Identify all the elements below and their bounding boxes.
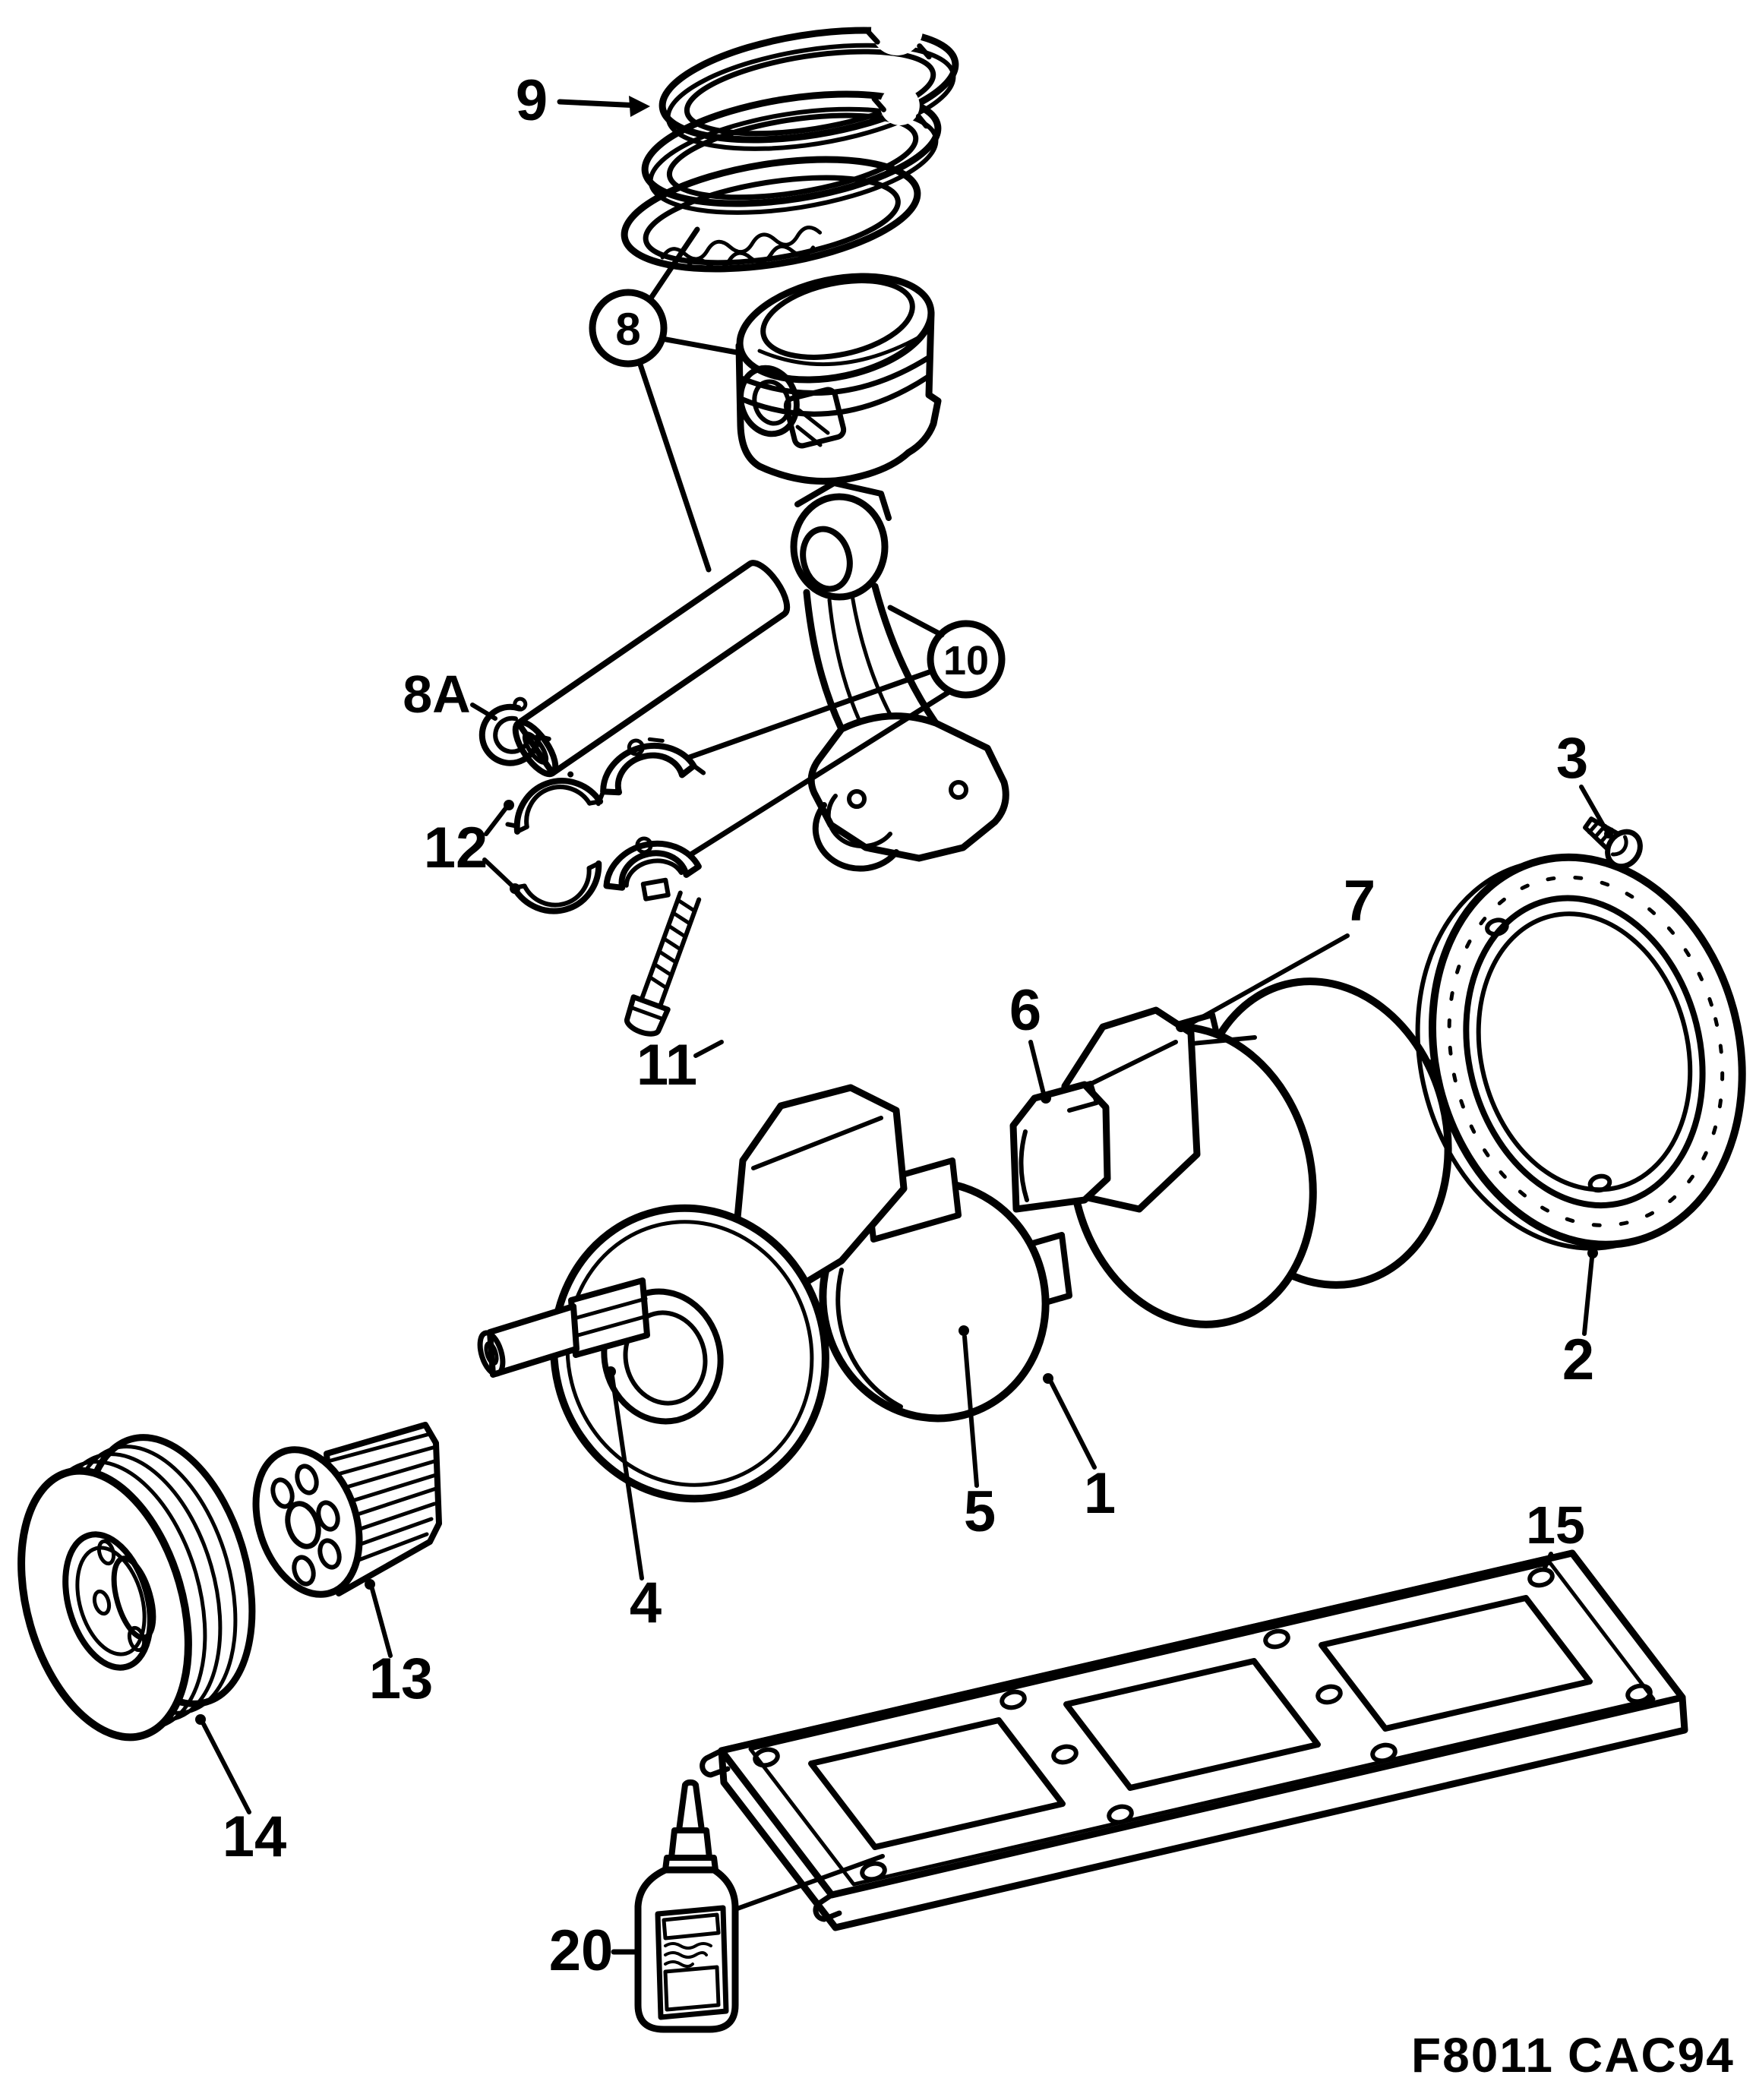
callout-4-label: 4 xyxy=(630,1571,662,1635)
bottle-to-plate-pointer xyxy=(733,1854,885,1912)
callout-15-pointer xyxy=(1543,1552,1553,1570)
figure-code-left: F8011 xyxy=(1411,2028,1554,2083)
callout-11-label: 11 xyxy=(636,1033,697,1097)
crankshaft xyxy=(477,977,1456,1503)
callout-20: 20 xyxy=(549,1918,640,1983)
callout-9: 9 xyxy=(516,68,650,133)
callout-13: 13 xyxy=(365,1579,433,1711)
callout-3-pointer xyxy=(1579,785,1608,832)
plate-opening-3 xyxy=(1319,1595,1593,1732)
callout-6: 6 xyxy=(1009,978,1051,1104)
callout-8-label: 8 xyxy=(615,304,640,355)
callout-13-label: 13 xyxy=(369,1647,434,1711)
callout-5-label: 5 xyxy=(964,1479,996,1544)
callout-8a-label: 8A xyxy=(403,665,470,724)
ring-gear xyxy=(1415,853,1746,1251)
callout-5: 5 xyxy=(959,1325,996,1544)
callout-10-pointer-cap1 xyxy=(684,668,934,761)
plate-top-face xyxy=(718,1549,1686,1899)
callout-10-circle xyxy=(927,620,1006,699)
callout-4: 4 xyxy=(605,1366,662,1635)
callout-20-label: 20 xyxy=(549,1918,614,1983)
callout-10-pointer-rod xyxy=(887,605,945,638)
piston xyxy=(735,273,942,485)
ring-gear-teeth xyxy=(1447,875,1725,1227)
piston-pin-boss xyxy=(737,365,800,437)
callout-12-label: 12 xyxy=(424,816,488,880)
callout-7-pointer xyxy=(1183,933,1350,1029)
callout-5-pointer xyxy=(962,1334,979,1488)
callout-3: 3 xyxy=(1556,726,1613,838)
callout-12-pointer-1 xyxy=(484,806,508,836)
callout-15-label: 15 xyxy=(1526,1495,1585,1555)
callout-7: 7 xyxy=(1176,869,1375,1032)
callout-8a: 8A xyxy=(403,665,497,724)
callout-14-pointer xyxy=(201,1722,251,1814)
callout-2: 2 xyxy=(1562,1248,1598,1392)
bottle-body xyxy=(634,1866,739,2033)
callout-15: 15 xyxy=(1526,1495,1585,1570)
callout-1-pointer xyxy=(1049,1380,1097,1470)
bottle-cap xyxy=(668,1827,712,1861)
callout-8-pointer-rings xyxy=(647,226,700,302)
connecting-rod xyxy=(790,480,1009,872)
callout-11-pointer xyxy=(693,1040,724,1058)
callout-10-label: 10 xyxy=(943,638,989,684)
big-end-bolt xyxy=(624,890,702,1037)
bottle-label xyxy=(655,1905,729,2020)
callout-8-pointer-pin xyxy=(636,359,712,573)
callout-11: 11 xyxy=(636,1033,724,1097)
callout-8-circle xyxy=(589,289,668,368)
timing-sprocket xyxy=(252,1422,442,1598)
callout-9-label: 9 xyxy=(516,68,548,133)
callout-3-label: 3 xyxy=(1556,726,1588,791)
ring-gear-screw xyxy=(1583,816,1643,870)
rod-bearing-cap-lower xyxy=(603,836,702,902)
piston-rings xyxy=(621,3,959,273)
callout-10-pointer-cap2 xyxy=(687,690,951,858)
callout-8: 8 xyxy=(589,226,740,573)
figure-code: F8011 CAC94 xyxy=(1411,2028,1735,2083)
callout-1-label: 1 xyxy=(1084,1461,1116,1526)
circlip xyxy=(478,696,551,766)
piston-boss-window xyxy=(783,387,847,449)
plate-opening-1 xyxy=(808,1717,1066,1850)
callout-9-arrowhead xyxy=(629,96,650,117)
callout-6-label: 6 xyxy=(1009,978,1041,1043)
callout-2-label: 2 xyxy=(1562,1328,1594,1392)
figure-code-right: CAC94 xyxy=(1568,2028,1735,2083)
callout-6-pointer xyxy=(1028,1040,1046,1096)
callout-12-pointer-2 xyxy=(482,857,514,888)
callout-10: 10 xyxy=(684,605,1006,858)
callout-14: 14 xyxy=(195,1714,286,1869)
sealant-bottle xyxy=(634,1779,885,2033)
sprocket-flange xyxy=(252,1446,363,1598)
bearing-shell-lower xyxy=(510,860,602,914)
callout-2-pointer xyxy=(1582,1255,1594,1336)
callout-13-pointer xyxy=(370,1587,393,1658)
crank-pulley xyxy=(17,1434,256,1742)
callout-7-label: 7 xyxy=(1344,869,1375,933)
callout-4-pointer xyxy=(610,1374,644,1581)
callout-9-pointer xyxy=(557,99,643,109)
plate-opening-2 xyxy=(1063,1658,1321,1791)
pulley-front-face xyxy=(17,1467,192,1742)
callout-1: 1 xyxy=(1043,1373,1116,1526)
callout-14-label: 14 xyxy=(223,1805,287,1869)
bearing-shell-upper xyxy=(505,771,604,835)
callout-12: 12 xyxy=(424,800,520,894)
callout-8-pointer-piston xyxy=(659,336,740,355)
bridge-plate xyxy=(700,1549,1688,1931)
